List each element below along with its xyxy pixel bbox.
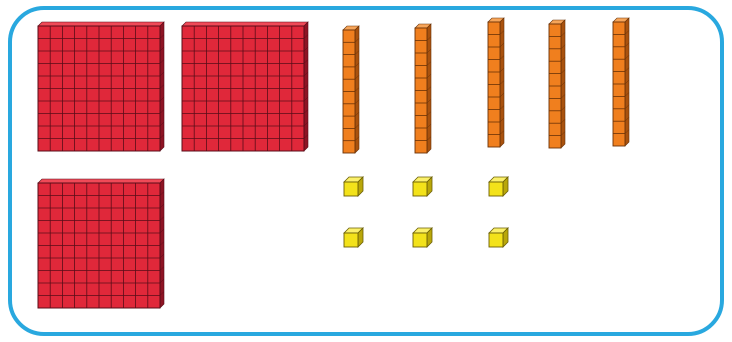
one-cube xyxy=(413,177,432,196)
ten-rod xyxy=(415,24,431,153)
hundred-flat xyxy=(182,22,308,151)
one-cube xyxy=(489,228,508,247)
one-cube xyxy=(489,177,508,196)
ten-rod xyxy=(488,18,504,147)
ten-rod xyxy=(613,18,629,146)
hundred-flat xyxy=(38,22,164,151)
hundreds-group xyxy=(38,22,308,308)
ten-rod xyxy=(549,20,565,148)
one-cube xyxy=(413,228,432,247)
tens-group xyxy=(343,18,629,153)
hundred-flat xyxy=(38,179,164,308)
one-cube xyxy=(344,228,363,247)
ones-group xyxy=(344,177,508,247)
ten-rod xyxy=(343,26,359,153)
one-cube xyxy=(344,177,363,196)
